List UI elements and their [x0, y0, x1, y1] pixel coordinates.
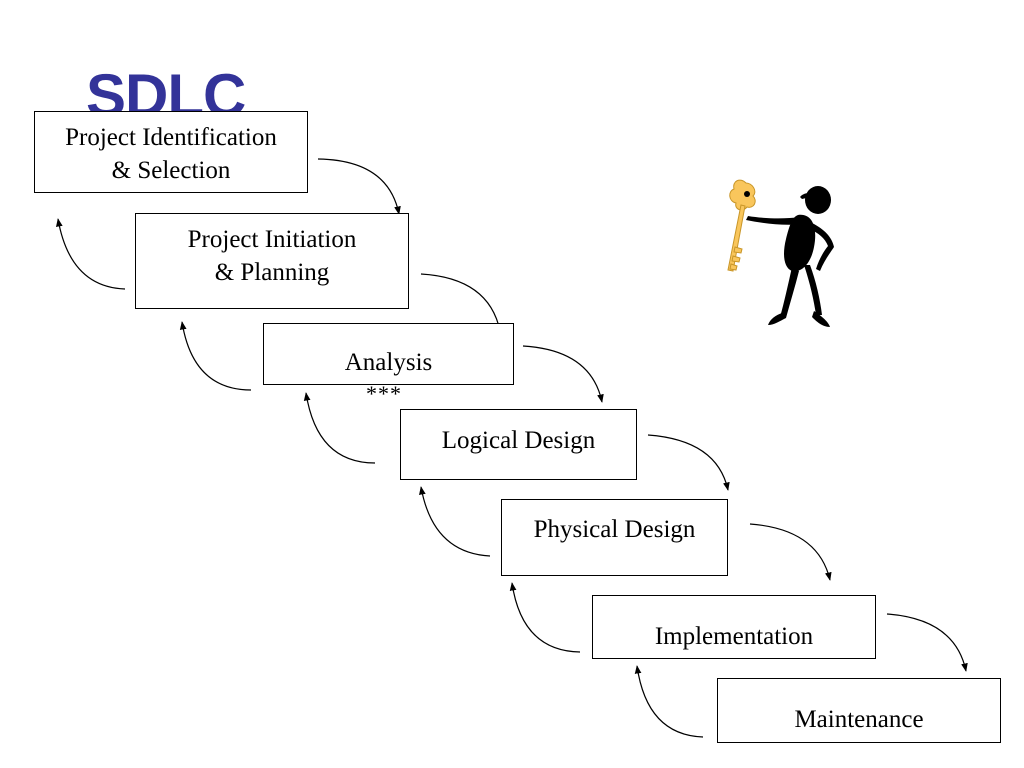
- stage-label-line: Project Initiation: [187, 226, 357, 253]
- forward-arrow-4: [647, 434, 730, 491]
- stage-implementation: Implementation: [592, 595, 876, 659]
- backward-arrow-2: [179, 321, 252, 391]
- stage-project-identification: Project Identification & Selection: [34, 111, 308, 193]
- forward-arrow-6: [886, 613, 968, 672]
- stage-logical-design: Logical Design: [400, 409, 637, 480]
- analysis-note: ***: [366, 381, 402, 406]
- forward-arrow-1: [317, 158, 401, 215]
- person-holding-key-icon: [727, 179, 834, 327]
- backward-arrow-3: [303, 392, 376, 464]
- forward-arrow-5: [749, 523, 832, 581]
- stage-label-line: Physical Design: [533, 516, 696, 543]
- stage-label-line: Project Identification: [65, 124, 277, 151]
- stage-project-initiation: Project Initiation & Planning: [135, 213, 409, 309]
- stage-label-line: Analysis: [344, 349, 433, 376]
- forward-arrow-3: [522, 345, 604, 403]
- stage-label-line: & Selection: [111, 157, 231, 184]
- stage-label-line: & Planning: [214, 259, 330, 286]
- stage-label-line: Logical Design: [441, 427, 596, 454]
- stage-analysis: Analysis: [263, 323, 514, 385]
- backward-arrow-4: [419, 486, 491, 557]
- stage-physical-design: Physical Design: [501, 499, 728, 576]
- backward-arrow-5: [509, 582, 581, 653]
- stage-label-line: Implementation: [654, 623, 814, 650]
- forward-arrow-2: [420, 273, 502, 332]
- stage-label-line: Maintenance: [794, 706, 924, 733]
- stage-maintenance: Maintenance: [717, 678, 1001, 743]
- backward-arrow-6: [634, 665, 704, 738]
- backward-arrow-1: [56, 218, 126, 290]
